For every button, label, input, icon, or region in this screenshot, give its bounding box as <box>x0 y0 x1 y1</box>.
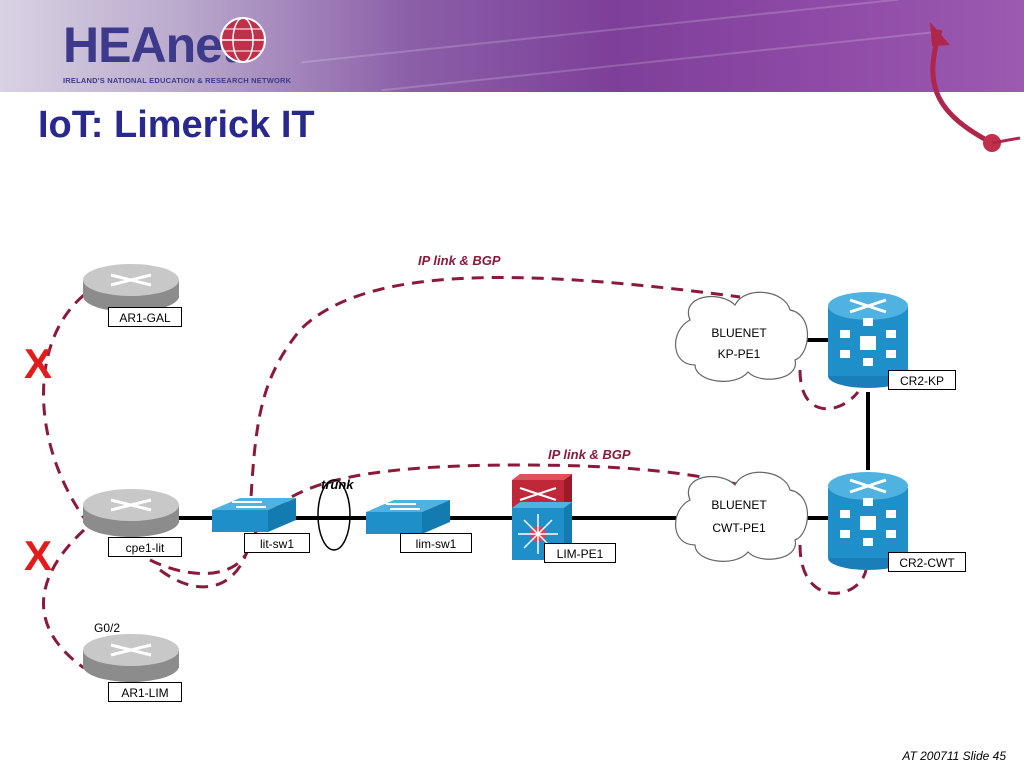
dashed-link-cwt-loop <box>798 544 868 595</box>
label-g0-2: G0/2 <box>94 621 121 635</box>
switch-lim-sw1 <box>366 500 450 534</box>
label-cr2-cwt: CR2-CWT <box>888 552 966 572</box>
header-banner: HEAnet IRELAND'S NATIONAL EDUCATION & RE… <box>0 0 1024 92</box>
label-ip-link-mid: IP link & BGP <box>548 447 631 462</box>
router-ar1-lim <box>83 634 179 682</box>
trunk-oval <box>317 479 351 551</box>
label-cpe1-lit: cpe1-lit <box>108 537 182 557</box>
cloud-bluenet-cwt <box>675 471 809 562</box>
cloud-bluenet-kp <box>675 291 809 382</box>
label-trunk: trunk <box>321 477 354 492</box>
dashed-link-gal-cpe <box>42 293 86 519</box>
cloud-kp-line2: KP-PE1 <box>717 347 761 361</box>
label-lim-sw1: lim-sw1 <box>400 533 472 553</box>
label-cr2-kp: CR2-KP <box>888 370 956 390</box>
router-cpe1-lit <box>83 489 179 537</box>
heanet-logo: HEAnet IRELAND'S NATIONAL EDUCATION & RE… <box>55 10 291 88</box>
label-lit-sw1: lit-sw1 <box>244 533 310 553</box>
dashed-link-cpe-lit <box>159 539 252 589</box>
dashed-link-cpe-lim <box>42 528 86 670</box>
page-title: IoT: Limerick IT <box>38 104 315 146</box>
dashed-link-ip-top <box>248 276 741 517</box>
dashed-link-kp-loop <box>798 369 860 411</box>
logo-subtitle: IRELAND'S NATIONAL EDUCATION & RESEARCH … <box>63 76 292 85</box>
globe-icon <box>220 17 266 63</box>
cloud-cwt-line1: BLUENET <box>711 498 767 512</box>
x-mark-top: X <box>24 340 53 387</box>
logo-text: HEAnet <box>63 17 239 73</box>
label-ip-link-top: IP link & BGP <box>418 253 501 268</box>
label-ar1-lim: AR1-LIM <box>108 682 182 702</box>
router-ar1-gal <box>83 264 179 312</box>
cloud-cwt-line2: CWT-PE1 <box>712 521 766 535</box>
label-lim-pe1: LIM-PE1 <box>544 543 616 563</box>
cloud-kp-line1: BLUENET <box>711 326 767 340</box>
switch-lit-sw1 <box>212 498 296 532</box>
slide-footer: AT 200711 Slide 45 <box>902 749 1006 763</box>
label-ar1-gal: AR1-GAL <box>108 307 182 327</box>
x-mark-bottom: X <box>24 532 53 579</box>
